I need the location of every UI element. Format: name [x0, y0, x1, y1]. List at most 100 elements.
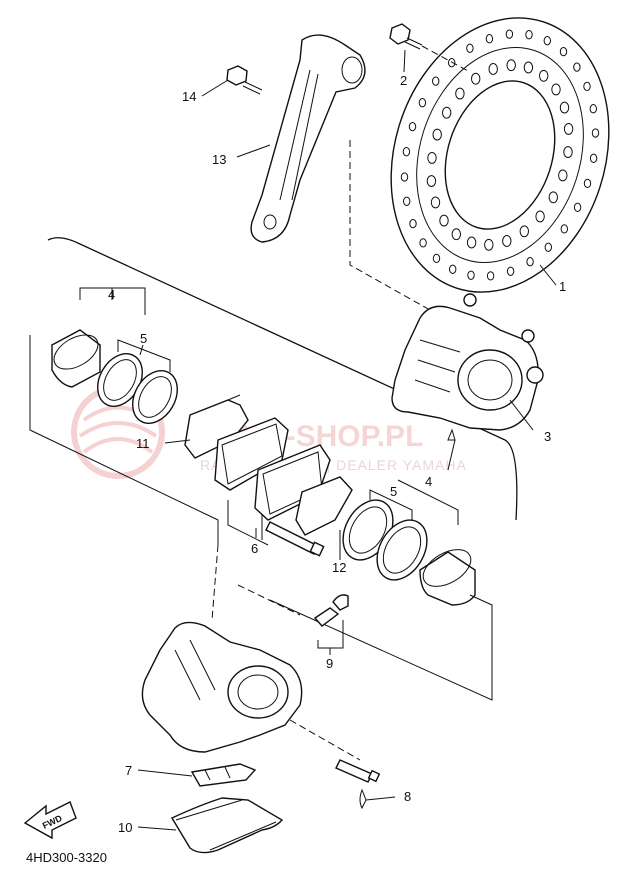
disc-hole	[551, 83, 561, 96]
disc-hole	[505, 29, 514, 39]
disc-hole	[484, 238, 494, 251]
part-number-5-right: 5	[390, 484, 397, 499]
disc-hole	[559, 46, 568, 57]
brake-disc	[390, 17, 610, 293]
part-number-10: 10	[118, 820, 132, 835]
disc-hole	[419, 238, 427, 248]
disc-hole	[432, 76, 440, 86]
disc-hole	[488, 63, 498, 75]
disc-hole	[539, 69, 549, 82]
part-number-12: 12	[332, 560, 346, 575]
disc-hole	[589, 153, 598, 163]
bracket-right-4	[397, 479, 459, 525]
disc-hole	[502, 235, 512, 247]
disc-hole	[427, 151, 437, 164]
disc-hole	[432, 253, 441, 264]
part-number-14: 14	[182, 89, 196, 104]
disc-hole	[455, 87, 465, 100]
part-number-9: 9	[326, 656, 333, 671]
part-numbers: 1 2 3 4 4 5 5 6 7 8 9 10 11 12 13 14	[108, 73, 566, 835]
disc-hole	[523, 61, 534, 74]
disc-hole	[448, 58, 456, 68]
part-number-6: 6	[251, 541, 258, 556]
disc-hole	[548, 191, 558, 204]
part-number-4-right: 4	[425, 474, 432, 489]
disc-hole	[535, 210, 545, 223]
disc-hole	[432, 128, 442, 141]
disc-hole	[403, 196, 411, 206]
part-number-13: 13	[212, 152, 226, 167]
pad-shim-left	[184, 394, 249, 459]
disc-hole	[430, 196, 441, 209]
torque-arm	[250, 34, 366, 243]
arm-bolt	[226, 65, 263, 95]
disc-hole	[506, 59, 516, 72]
disc-hole	[543, 36, 551, 46]
bracket-6	[227, 500, 269, 546]
seal-left-inner	[132, 370, 178, 424]
part-number-8: 8	[404, 789, 411, 804]
seal-right-inner	[376, 519, 428, 581]
disc-hole	[426, 175, 437, 188]
bracket-right-5	[369, 489, 413, 520]
disc-hole	[451, 228, 461, 241]
disc-hole	[519, 225, 529, 238]
pad-spring	[190, 763, 257, 787]
disc-hole	[409, 218, 417, 229]
disc-hole	[559, 101, 570, 114]
bleed-screw	[313, 594, 349, 649]
part-number-5-left: 5	[140, 331, 147, 346]
disc-hole	[563, 122, 574, 135]
piston-left	[50, 329, 102, 388]
pad-pin	[265, 521, 325, 557]
part-number-4-left: 4	[108, 287, 115, 302]
disc-hole	[439, 214, 449, 227]
disc-hole	[449, 264, 457, 274]
disc-hole	[408, 121, 417, 132]
guide-line-arm-caliper	[349, 140, 431, 311]
disc-hole	[466, 236, 477, 249]
disc-hole	[466, 43, 474, 53]
disc-hole	[583, 178, 592, 189]
disc-hole	[591, 128, 600, 138]
disc-hole	[506, 266, 515, 276]
diagram-code: 4HD300-3320	[26, 850, 107, 865]
disc-hole	[418, 98, 427, 108]
disc-hole	[573, 62, 581, 72]
part-number-2: 2	[400, 73, 407, 88]
fwd-arrow: FWD	[23, 801, 77, 840]
disc-hole	[589, 104, 597, 114]
disc-hole	[471, 72, 481, 85]
disc-hole	[526, 257, 534, 267]
disc-hole	[563, 146, 573, 159]
piston-right	[419, 549, 476, 606]
assembly-divider-line	[47, 237, 518, 521]
clip-pin	[335, 759, 381, 810]
disc-hole	[402, 147, 411, 157]
disc-hole	[583, 81, 591, 92]
disc-hole	[525, 30, 533, 40]
bracket-left-5	[117, 339, 171, 372]
part-number-11: 11	[136, 436, 150, 451]
caliper-assembly	[391, 293, 544, 431]
part-number-7: 7	[125, 763, 132, 778]
disc-hole	[486, 271, 495, 281]
disc-bolt	[389, 23, 471, 73]
bracket-right-frame	[269, 594, 493, 701]
disc-holes	[400, 29, 600, 281]
disc-hole	[442, 106, 452, 119]
disc-hole	[558, 169, 568, 182]
leader-lines	[111, 49, 557, 831]
seal-left-outer	[97, 353, 143, 407]
disc-hole	[400, 172, 409, 182]
disc-hole	[573, 202, 582, 212]
disc-hole	[485, 34, 494, 44]
pad-cover	[170, 797, 284, 854]
part-number-3: 3	[544, 429, 551, 444]
guide-line-lower	[211, 544, 361, 761]
part-number-1: 1	[559, 279, 566, 294]
disc-hole	[544, 242, 552, 252]
disc-hole	[560, 224, 568, 234]
lower-caliper-half	[141, 621, 303, 753]
bracket-left-frame	[29, 335, 219, 545]
